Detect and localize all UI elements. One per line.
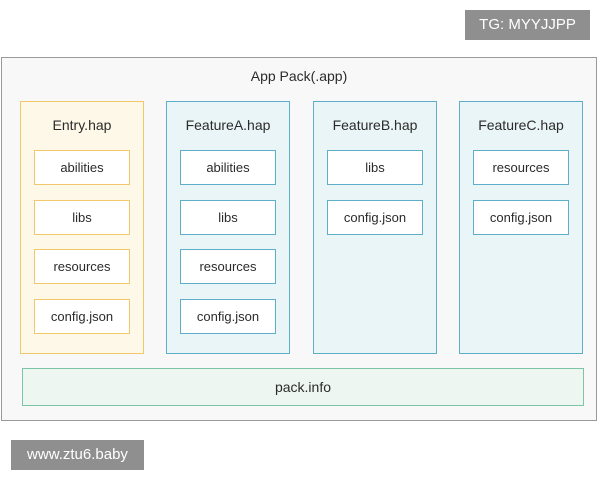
feature-a-hap-title: FeatureA.hap	[185, 117, 271, 133]
entry-resources-box: resources	[34, 249, 130, 284]
feature-a-hap-module: FeatureA.hap abilities libs resources co…	[166, 101, 290, 354]
feature-b-libs-box: libs	[327, 150, 423, 185]
pack-info-box: pack.info	[22, 368, 584, 406]
entry-hap-title: Entry.hap	[52, 117, 112, 133]
feature-c-config-json-box: config.json	[473, 200, 569, 235]
entry-abilities-box: abilities	[34, 150, 130, 185]
app-pack-title: App Pack(.app)	[250, 68, 348, 84]
entry-hap-module: Entry.hap abilities libs resources confi…	[20, 101, 144, 354]
entry-config-json-box: config.json	[34, 299, 130, 334]
feature-a-libs-box: libs	[180, 200, 276, 235]
feature-c-hap-module: FeatureC.hap resources config.json	[459, 101, 583, 354]
feature-a-resources-box: resources	[180, 249, 276, 284]
app-pack-container: App Pack(.app) Entry.hap abilities libs …	[1, 57, 597, 421]
feature-b-hap-module: FeatureB.hap libs config.json	[313, 101, 437, 354]
entry-libs-box: libs	[34, 200, 130, 235]
watermark-top-right: TG: MYYJJPP	[465, 10, 590, 40]
feature-a-abilities-box: abilities	[180, 150, 276, 185]
feature-b-hap-title: FeatureB.hap	[332, 117, 418, 133]
feature-a-config-json-box: config.json	[180, 299, 276, 334]
feature-c-hap-title: FeatureC.hap	[478, 117, 564, 133]
watermark-bottom-left: www.ztu6.baby	[11, 440, 144, 470]
feature-c-resources-box: resources	[473, 150, 569, 185]
feature-b-config-json-box: config.json	[327, 200, 423, 235]
